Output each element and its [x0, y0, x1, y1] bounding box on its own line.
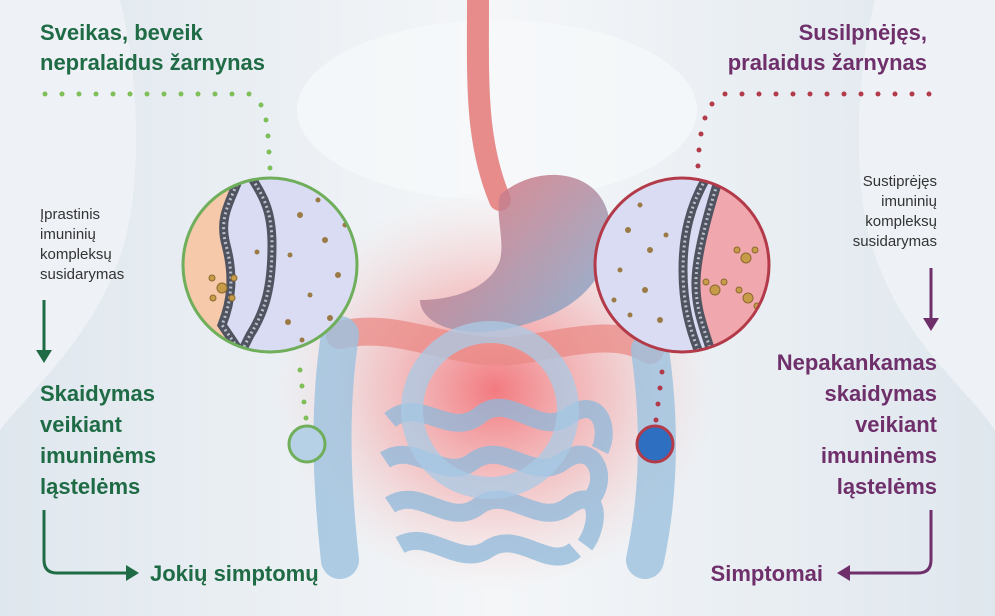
right-process-line: imuninių	[881, 193, 937, 210]
right-title: Susilpnėjęs, pralaidus žarnynas	[728, 18, 927, 78]
left-outcome: Jokių simptomų	[150, 561, 319, 586]
left-title-line1: Sveikas, beveik	[40, 20, 203, 45]
intestine-loop-ring	[401, 321, 579, 499]
left-process-line: imuninių	[40, 226, 96, 243]
right-focus-point	[635, 424, 675, 464]
right-degradation-line: veikiant	[855, 412, 937, 437]
left-degradation-text: Skaidymas veikiant imuninėms ląstelėms	[40, 378, 156, 502]
transverse-colon	[326, 317, 664, 366]
right-down-arrow	[923, 268, 939, 331]
right-outcome: Simptomai	[710, 561, 823, 586]
left-degradation-line: ląstelėms	[40, 474, 141, 499]
right-magnified-view	[593, 176, 771, 354]
stomach	[420, 174, 610, 332]
left-title-line2: nepralaidus žarnynas	[40, 50, 265, 75]
left-focus-point	[287, 424, 327, 464]
left-title: Sveikas, beveik nepralaidus žarnynas	[40, 18, 265, 78]
small-intestine	[380, 398, 613, 566]
right-process-text: Sustiprėjęs imuninių kompleksų susidarym…	[853, 172, 937, 252]
left-connector-dots	[42, 91, 309, 421]
left-process-text: Įprastinis imuninių kompleksų susidaryma…	[40, 205, 124, 285]
right-degradation-line: skaidymas	[824, 381, 937, 406]
left-process-line: Įprastinis	[40, 206, 101, 223]
right-process-line: kompleksų	[865, 213, 937, 230]
left-outcome-arrow	[42, 510, 139, 581]
left-degradation-line: Skaidymas	[40, 381, 155, 406]
left-degradation-line: veikiant	[40, 412, 122, 437]
left-magnified-view	[181, 176, 359, 354]
left-process-line: susidarymas	[40, 266, 125, 283]
right-outcome-arrow	[837, 510, 933, 581]
right-process-line: Sustiprėjęs	[862, 173, 937, 190]
right-degradation-text: Nepakankamas skaidymas veikiant imuninėm…	[777, 347, 937, 502]
right-title-line1: Susilpnėjęs,	[798, 20, 927, 45]
right-degradation-line: ląstelėms	[836, 474, 937, 499]
right-process-line: susidarymas	[852, 233, 937, 250]
right-degradation-line: imuninėms	[820, 443, 937, 468]
right-title-line2: pralaidus žarnynas	[727, 50, 927, 75]
esophagus	[466, 0, 511, 211]
right-connector-dots	[653, 91, 932, 423]
right-degradation-line: Nepakankamas	[776, 350, 937, 375]
left-degradation-line: imuninėms	[40, 443, 157, 468]
chest-highlight	[297, 20, 697, 200]
left-process-line: kompleksų	[40, 246, 112, 263]
ascending-colon	[313, 316, 359, 579]
left-down-arrow	[36, 300, 52, 363]
